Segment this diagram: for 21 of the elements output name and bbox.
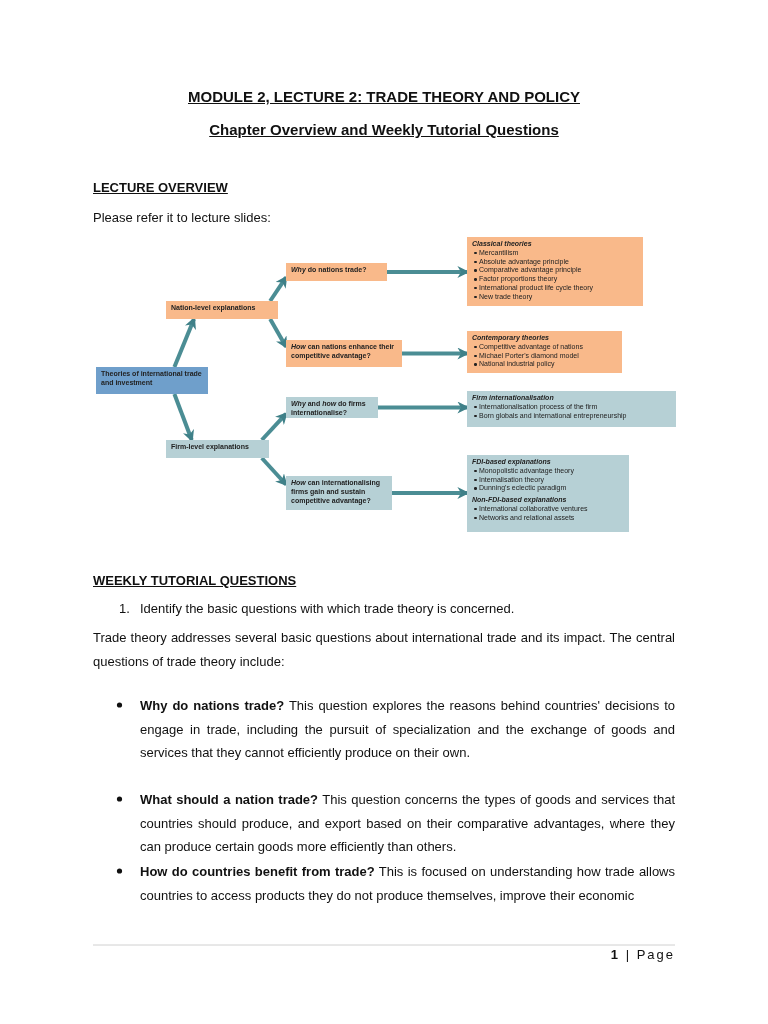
question-text: Identify the basic questions with which trade theory is concerned. xyxy=(140,601,515,616)
bullet-paragraph: What should a nation trade? This question concerns the types of goods and services that countries should produce, and export based on their comparative advantages, where they can produce certain goods more efficiently than others. xyxy=(140,791,675,856)
bullet-paragraph: How do countries benefit from trade? This is focused on understanding how trade allows countries to access products they do not produce themselves, improve their economic xyxy=(140,863,675,905)
page-title: MODULE 2, LECTURE 2: TRADE THEORY AND POLICY xyxy=(187,88,581,105)
section-heading: LECTURE OVERVIEW xyxy=(93,180,228,195)
list-number: 1. xyxy=(119,601,130,616)
section-heading: WEEKLY TUTORIAL QUESTIONS xyxy=(93,573,297,588)
bullet-paragraph: Why do nations trade? This question explores the reasons behind countries' decisions to engage in trade, including the pursuit of specialization and the exchange of goods and services that they cannot efficiently produce on their own. xyxy=(140,697,675,762)
theory-list-box xyxy=(467,237,643,306)
arrow xyxy=(260,456,288,487)
arrow xyxy=(268,275,288,303)
theory-list-box xyxy=(467,331,622,373)
arrow xyxy=(260,412,288,442)
arrow xyxy=(172,393,194,443)
theory-list-box xyxy=(467,391,676,427)
theory-list-box xyxy=(467,455,629,532)
body-text: Please refer it to lecture slides: xyxy=(93,210,271,225)
arrow xyxy=(268,318,288,349)
body-paragraph: Trade theory addresses several basic questions about international trade and its impact. The central questions of trade theory include: xyxy=(93,629,675,671)
page-number: 1 | Page xyxy=(609,947,675,962)
page-subtitle: Chapter Overview and Weekly Tutorial Questions xyxy=(208,121,560,138)
